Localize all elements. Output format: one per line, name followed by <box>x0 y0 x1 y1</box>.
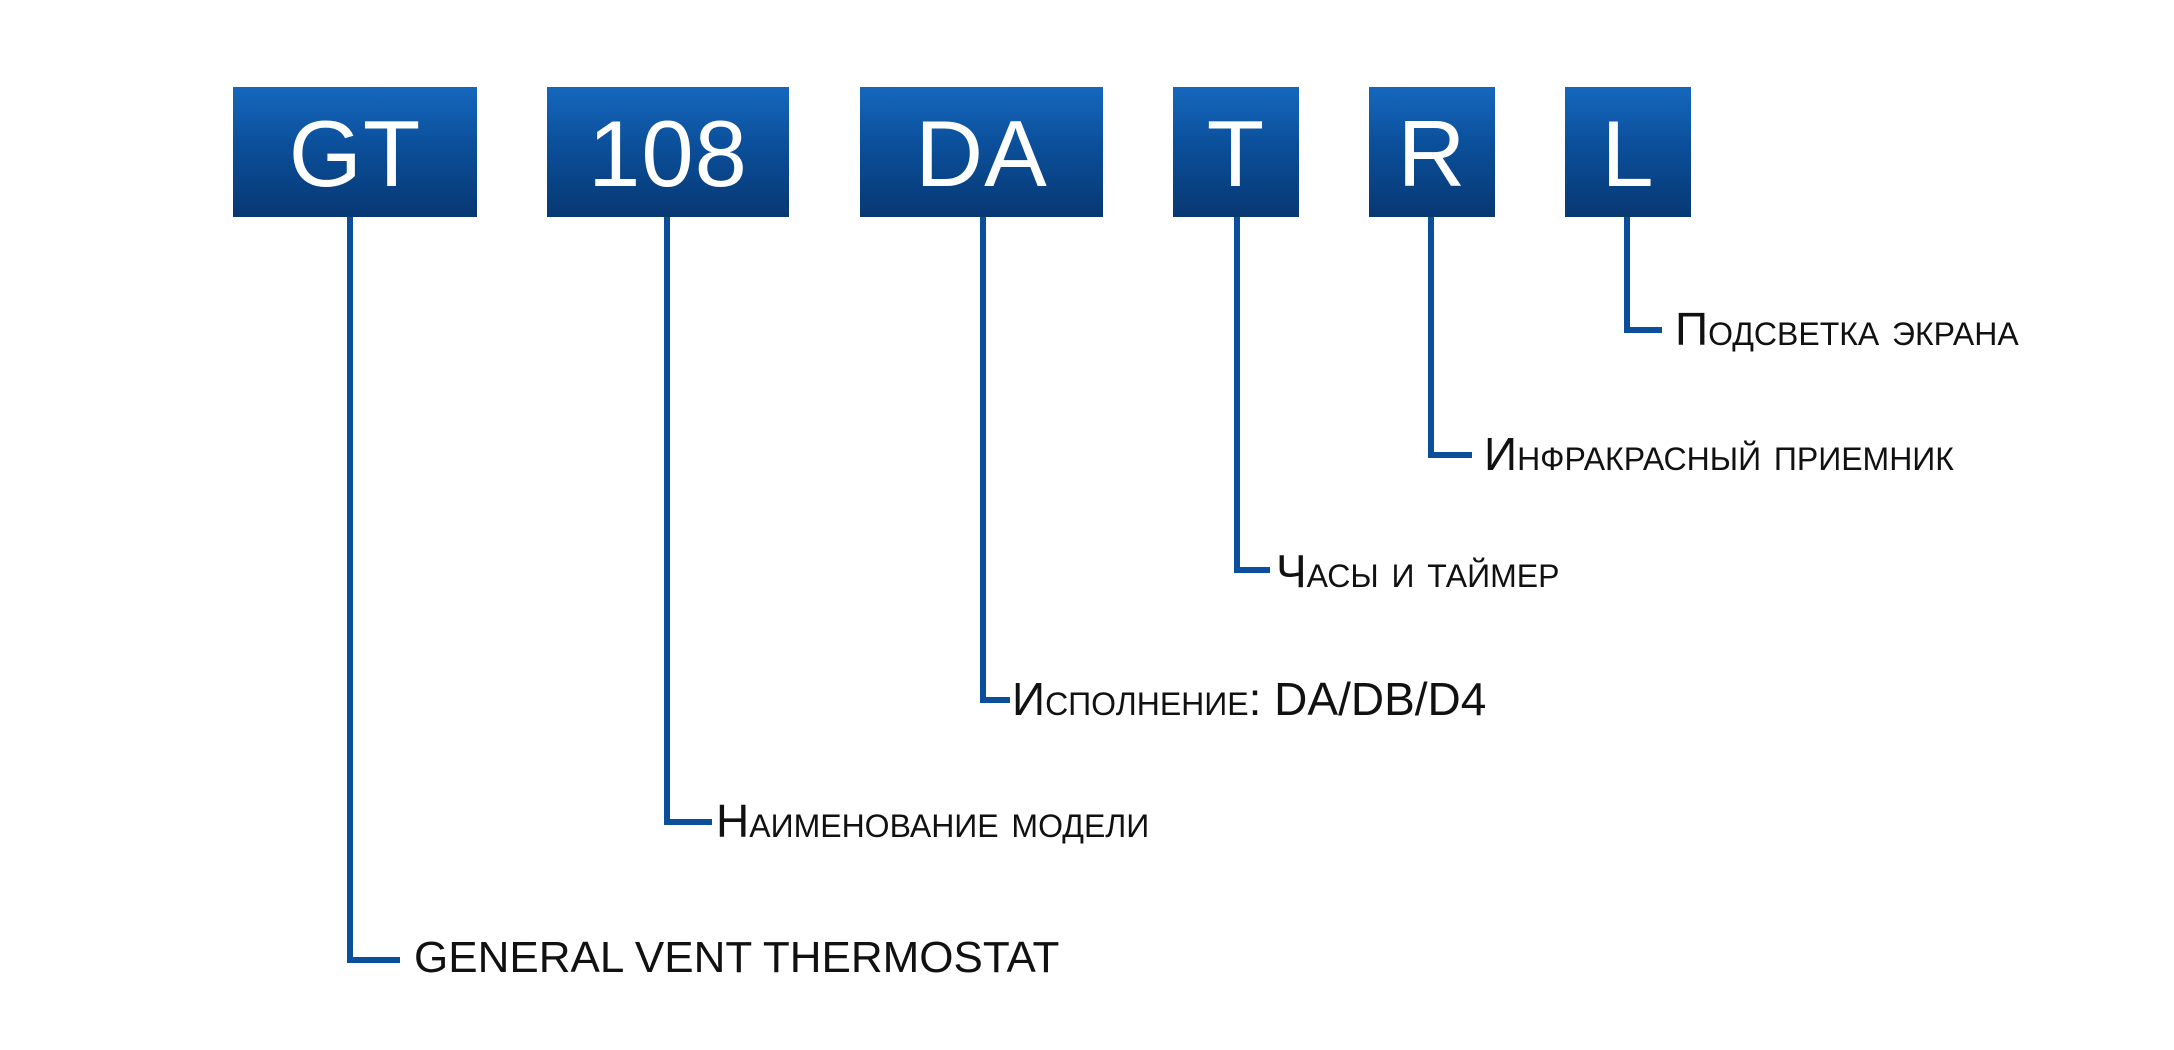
connector-t <box>1234 217 1270 573</box>
code-box-r: R <box>1369 87 1495 217</box>
desc-r: Инфракрасный приемник <box>1484 428 1954 480</box>
code-da-text: DA <box>915 101 1048 206</box>
desc-108: Наименование модели <box>716 795 1150 847</box>
desc-gt: GENERAL VENT THERMOSTAT <box>414 933 1060 982</box>
connector-da <box>980 217 1010 703</box>
desc-l: Подсветка экрана <box>1675 303 2019 355</box>
code-108-text: 108 <box>588 101 748 206</box>
code-box-t: T <box>1173 87 1299 217</box>
code-r-text: R <box>1397 101 1467 206</box>
desc-t: Часы и таймер <box>1276 545 1560 597</box>
code-gt-text: GT <box>288 101 422 206</box>
connector-108 <box>664 217 712 825</box>
connector-l <box>1624 217 1662 333</box>
connector-gt <box>347 217 400 963</box>
desc-da: Исполнение: DA/DB/D4 <box>1012 673 1487 725</box>
connector-r <box>1428 217 1472 458</box>
code-l-text: L <box>1601 101 1655 206</box>
code-box-108: 108 <box>547 87 789 217</box>
code-t-text: T <box>1206 101 1266 206</box>
code-box-gt: GT <box>233 87 477 217</box>
code-box-l: L <box>1565 87 1691 217</box>
code-box-da: DA <box>860 87 1103 217</box>
